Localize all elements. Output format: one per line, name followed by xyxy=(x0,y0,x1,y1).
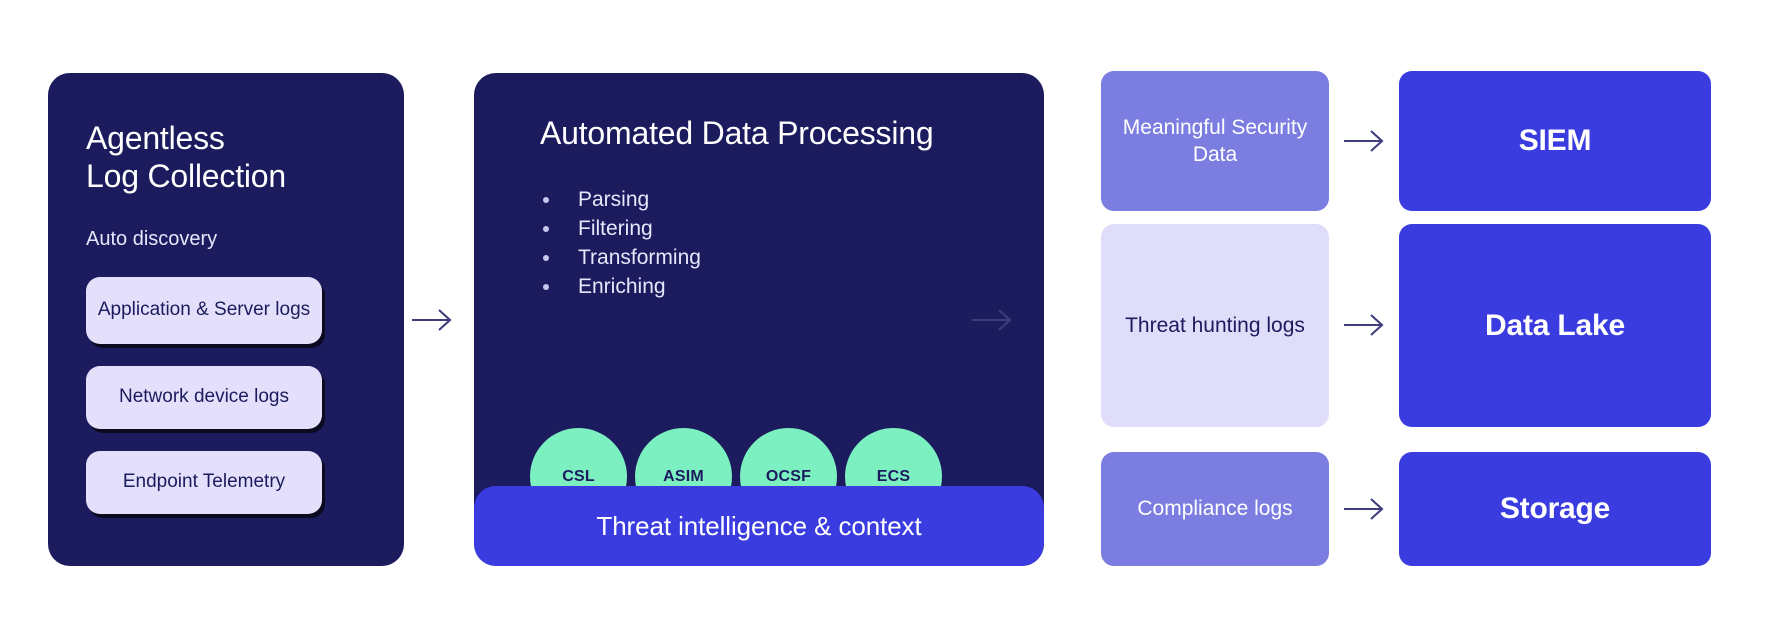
processing-step-enriching: Enriching xyxy=(540,272,701,301)
log-source-list: Application & Server logs Network device… xyxy=(86,276,366,514)
processing-step-transforming: Transforming xyxy=(540,243,701,272)
processing-step-list: Parsing Filtering Transforming Enriching xyxy=(540,185,701,301)
processing-step-parsing: Parsing xyxy=(540,185,701,214)
log-source-pill-application-server[interactable]: Application & Server logs xyxy=(86,276,322,344)
log-source-pill-endpoint-telemetry[interactable]: Endpoint Telemetry xyxy=(86,450,322,514)
threat-intelligence-bar: Threat intelligence & context xyxy=(474,486,1044,566)
output-box-compliance-logs[interactable]: Compliance logs xyxy=(1101,452,1329,566)
collection-subtitle: Auto discovery xyxy=(86,227,218,250)
output-box-threat-hunting-logs[interactable]: Threat hunting logs xyxy=(1101,224,1329,427)
arrow-right-icon xyxy=(1337,489,1391,529)
destination-box-storage[interactable]: Storage xyxy=(1399,452,1711,566)
collection-title: Agentless Log Collection xyxy=(86,120,286,194)
output-box-meaningful-security-data[interactable]: Meaningful Security Data xyxy=(1101,71,1329,211)
arrow-right-icon xyxy=(965,300,1019,340)
arrow-right-icon xyxy=(405,300,459,340)
destination-box-data-lake[interactable]: Data Lake xyxy=(1399,224,1711,427)
arrow-right-icon xyxy=(1337,121,1391,161)
processing-title: Automated Data Processing xyxy=(540,115,934,151)
processing-step-filtering: Filtering xyxy=(540,214,701,243)
log-source-pill-network-device[interactable]: Network device logs xyxy=(86,365,322,429)
arrow-right-icon xyxy=(1337,305,1391,345)
agentless-log-collection-card: Agentless Log Collection Auto discovery … xyxy=(48,73,404,566)
automated-data-processing-card: Automated Data Processing Parsing Filter… xyxy=(474,73,1044,566)
destination-box-siem[interactable]: SIEM xyxy=(1399,71,1711,211)
